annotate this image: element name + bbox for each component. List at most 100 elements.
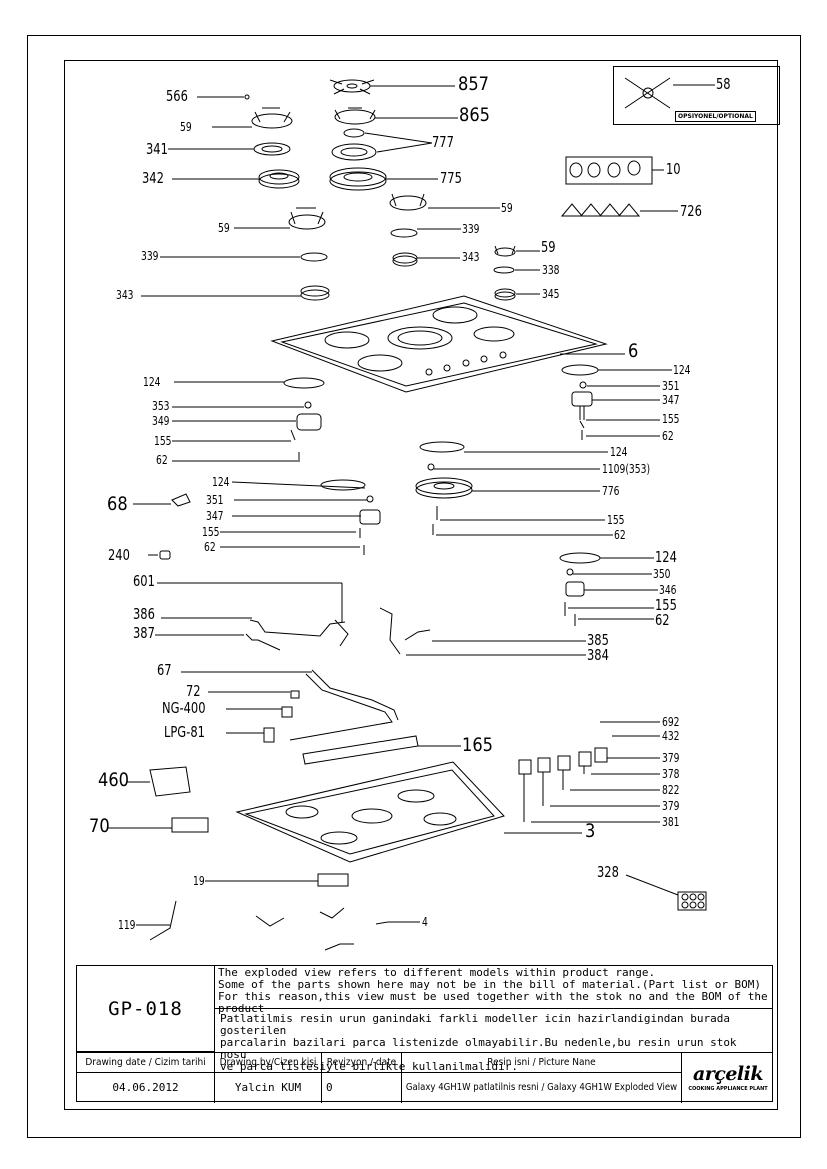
note-english: The exploded view refers to different mo… — [215, 966, 772, 1015]
callout-62: 62 — [662, 429, 674, 443]
valve-group-d — [564, 568, 658, 626]
note-turkish: Patlatilmis resin urun ganindaki farkli … — [215, 1009, 772, 1073]
callout-4: 4 — [422, 915, 428, 929]
trivet-857 — [329, 79, 455, 95]
note-en-line-2: Some of the parts shown here may not be … — [218, 978, 762, 991]
part-70 — [107, 817, 209, 833]
callout-240: 240 — [108, 546, 130, 564]
callout-124: 124 — [143, 375, 161, 389]
callout-6: 6 — [628, 340, 639, 362]
callout-822: 822 — [662, 783, 680, 797]
arcelik-logo: arçelik COOKING APPLIANCE PLANT — [682, 1052, 774, 1103]
base-tray-3 — [235, 761, 582, 863]
trivet-865 — [334, 107, 458, 125]
part-240 — [148, 550, 171, 560]
callout-59: 59 — [180, 120, 192, 134]
part-68 — [133, 493, 191, 507]
callout-432: 432 — [662, 729, 680, 743]
callout-460: 460 — [98, 769, 129, 791]
drawn-by-value: Yalcin KUM — [234, 1081, 302, 1094]
callout-165: 165 — [462, 734, 493, 756]
drawn-by-header: Drawing by/Cizen kisi — [215, 1052, 321, 1073]
callout-328: 328 — [597, 863, 619, 881]
clips-4 — [255, 907, 420, 951]
callout-341: 341 — [146, 140, 168, 158]
callout-379: 379 — [662, 799, 680, 813]
callout-347: 347 — [662, 393, 680, 407]
burner-342 — [172, 169, 300, 189]
callout-59: 59 — [541, 238, 556, 256]
trivet-59-c — [389, 193, 500, 211]
callout-345: 345 — [542, 287, 560, 301]
callout-775: 775 — [440, 169, 462, 187]
valve-group-b — [172, 401, 322, 462]
page-border — [27, 35, 801, 1138]
callout-59: 59 — [218, 221, 230, 235]
callout-155: 155 — [655, 596, 677, 614]
injectors — [208, 690, 300, 743]
callout-124: 124 — [655, 548, 677, 566]
picture-name-value: Galaxy 4GH1W patlatilnis resni / Galaxy … — [405, 1082, 678, 1093]
part-566 — [197, 94, 250, 100]
callout-339: 339 — [141, 249, 159, 263]
date-cell: Drawing date / Cizim tarihi 04.06.2012 — [77, 1052, 215, 1103]
burner-345 — [494, 288, 540, 301]
cap-338 — [493, 266, 540, 274]
callout-865: 865 — [459, 104, 490, 126]
callout-155: 155 — [607, 513, 625, 527]
seals-726 — [560, 203, 678, 217]
cap-339 — [160, 228, 461, 262]
logo-subtitle: COOKING APPLIANCE PLANT — [688, 1086, 768, 1092]
gasket-124 — [174, 364, 672, 564]
callout-62: 62 — [614, 528, 626, 542]
burner-776 — [415, 463, 613, 536]
callout-381: 381 — [662, 815, 680, 829]
note-tr-line-1: Patlatilmis resin urun ganindaki farkli … — [220, 1012, 730, 1037]
glass-top-6 — [270, 295, 625, 393]
callout-lpg-81: LPG-81 — [164, 723, 205, 741]
picture-name-header: Resin isni / Picture Nane — [402, 1052, 681, 1073]
callout-155: 155 — [662, 412, 680, 426]
callout-692: 692 — [662, 715, 680, 729]
revision-value: 0 — [326, 1081, 333, 1094]
valve-group-a — [571, 381, 660, 440]
callout-349: 349 — [152, 414, 170, 428]
part-460 — [126, 766, 191, 797]
note-en-line-3: For this reason,this view must be used t… — [218, 990, 768, 1015]
callout-387: 387 — [133, 624, 155, 642]
caps-777 — [331, 128, 433, 161]
callout-351: 351 — [662, 379, 680, 393]
picture-name-cell: Resin isni / Picture Nane Galaxy 4GH1W p… — [402, 1052, 682, 1103]
callout-68: 68 — [107, 493, 128, 515]
callout-339: 339 — [462, 222, 480, 236]
drawn-by-cell: Drawing by/Cizen kisi Yalcin KUM — [215, 1052, 322, 1103]
callout-124: 124 — [610, 445, 628, 459]
gas-pipes — [155, 582, 586, 656]
trivet-59-b — [234, 207, 326, 230]
logo-wordmark: arçelik — [692, 1063, 764, 1085]
title-block: GP-018 The exploded view refers to diffe… — [76, 965, 774, 1103]
bracket-165 — [302, 735, 461, 765]
cross-58 — [624, 77, 715, 109]
callout-726: 726 — [680, 202, 702, 220]
callout-385: 385 — [587, 631, 609, 649]
note-tr-line-2: parcalarin bazilari parca listenizde olm… — [220, 1036, 737, 1061]
callout-353: 353 — [152, 399, 170, 413]
trivet-59-d — [494, 245, 540, 257]
callout-62: 62 — [156, 453, 168, 467]
callout-124: 124 — [212, 475, 230, 489]
burner-343 — [141, 252, 460, 301]
note-en-line-1: The exploded view refers to different mo… — [218, 966, 656, 979]
callout-777: 777 — [432, 133, 454, 151]
callout-119: 119 — [118, 918, 136, 932]
date-value: 04.06.2012 — [112, 1081, 179, 1094]
optional-tag: OPSIYONEL/OPTIONAL — [675, 111, 756, 122]
gas-valves — [518, 721, 660, 823]
part-328 — [625, 874, 707, 911]
callout-10: 10 — [666, 160, 681, 178]
callout-155: 155 — [202, 525, 220, 539]
callout-ng-400: NG-400 — [162, 699, 206, 717]
manifold-67 — [181, 669, 399, 741]
callout-379: 379 — [662, 751, 680, 765]
